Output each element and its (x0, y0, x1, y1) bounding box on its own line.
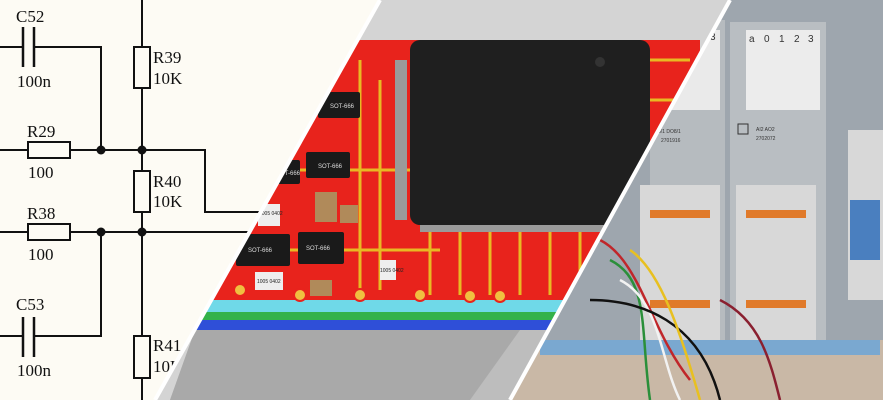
pcb-package-label: SOT-666 (276, 171, 301, 177)
pcb-small-package-label: 1005 0402 (257, 279, 281, 285)
module-left-type: DI8/1 DO8/1 (653, 129, 681, 135)
r39-ref: R39 (153, 48, 181, 67)
resistor-r29 (27, 141, 71, 159)
r38-value: 100 (28, 245, 54, 264)
c52-value: 100n (17, 72, 52, 91)
r40-ref: R40 (153, 172, 181, 191)
resistor-bodies (27, 46, 151, 379)
r29-value: 100 (28, 163, 54, 182)
module-right-part: 2702072 (756, 136, 776, 142)
label-strip-cell: 3 (808, 34, 814, 45)
r29-ref: R29 (27, 122, 55, 141)
resistor-r38 (27, 223, 71, 241)
panel-divider (508, 0, 732, 400)
pcb-small-package-label: 1005 0402 (380, 268, 404, 274)
label-strip-cell: 0 (764, 34, 770, 45)
pcb-package-label: SOT-666 (330, 104, 355, 110)
module-left-strip-end: 3 (710, 32, 716, 43)
junction-dots (96, 145, 147, 237)
r40-value: 10K (153, 192, 183, 211)
c52-ref: C52 (16, 7, 44, 26)
label-strip-cell: 1 (779, 34, 785, 45)
pcb-package-label: SOT-666 (248, 248, 273, 254)
label-strip-cell: a (749, 34, 755, 45)
r41-ref: R41 (153, 336, 181, 355)
pcb-main-chip (410, 40, 650, 225)
manufacturer-logo (737, 123, 749, 135)
module-right-type: AI2 AO2 (756, 127, 775, 133)
pcb-package-label: SOT-666 (306, 246, 331, 252)
module-left-part: 2701916 (661, 138, 681, 144)
panel-divider (153, 0, 382, 400)
r39-value: 10K (153, 69, 183, 88)
resistor-r40 (133, 170, 151, 213)
c53-value: 100n (17, 361, 52, 380)
resistor-r39 (133, 46, 151, 89)
pcb-small-package-label: 1005 0402 (259, 211, 283, 217)
resistor-r41 (133, 335, 151, 379)
r38-ref: R38 (27, 204, 55, 223)
c53-ref: C53 (16, 295, 44, 314)
label-strip-cell: 2 (794, 34, 800, 45)
pcb-package-label: SOT-666 (318, 164, 343, 170)
